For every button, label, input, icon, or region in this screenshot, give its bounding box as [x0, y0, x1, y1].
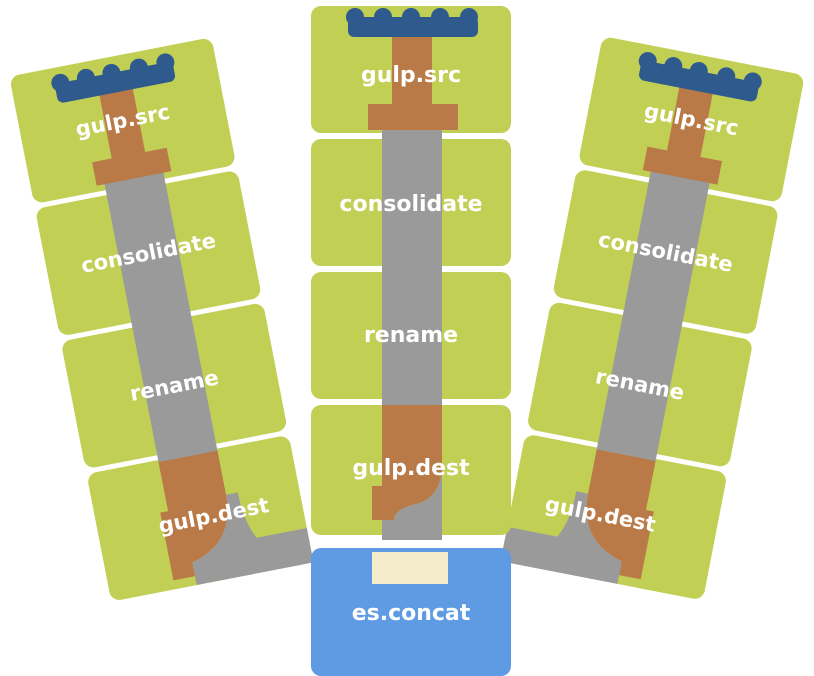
- left-valve-flange: [92, 147, 172, 186]
- right-valve-flange: [642, 146, 723, 185]
- right-pipeline: gulp.src consolidate rename gulp.dest: [500, 37, 804, 599]
- center-dest-fitting: [372, 405, 442, 520]
- right-elbow-outlet-pipe: [500, 491, 622, 584]
- center-label-rename: rename: [364, 323, 458, 348]
- center-dest-outlet-pipe: [382, 468, 442, 540]
- center-label-gulp-src: gulp.src: [361, 63, 461, 88]
- left-pipeline: gulp.src consolidate rename gulp.dest: [10, 38, 314, 600]
- right-valve-handle-icon: [638, 52, 762, 102]
- center-pipe: [382, 128, 442, 410]
- merge-block-body: [311, 548, 511, 676]
- left-valve-stem: [97, 77, 148, 173]
- right-valve-stem: [664, 75, 715, 171]
- left-elbow-fitting: [158, 450, 228, 581]
- left-valve-handle-icon: [51, 53, 176, 103]
- center-valve-flange: [368, 104, 458, 130]
- center-label-consolidate: consolidate: [339, 192, 482, 217]
- center-label-gulp-dest: gulp.dest: [352, 456, 470, 481]
- center-valve-handle-icon: [346, 8, 478, 37]
- right-elbow-fitting: [586, 449, 656, 580]
- merge-label: es.concat: [352, 601, 471, 626]
- center-pipeline: gulp.src consolidate rename gulp.dest: [311, 6, 511, 540]
- merge-connector: [372, 552, 448, 584]
- merge-block: es.concat: [311, 548, 511, 676]
- left-pipe: [104, 170, 220, 472]
- right-pipe: [594, 169, 710, 471]
- left-elbow-outlet-pipe: [192, 492, 314, 586]
